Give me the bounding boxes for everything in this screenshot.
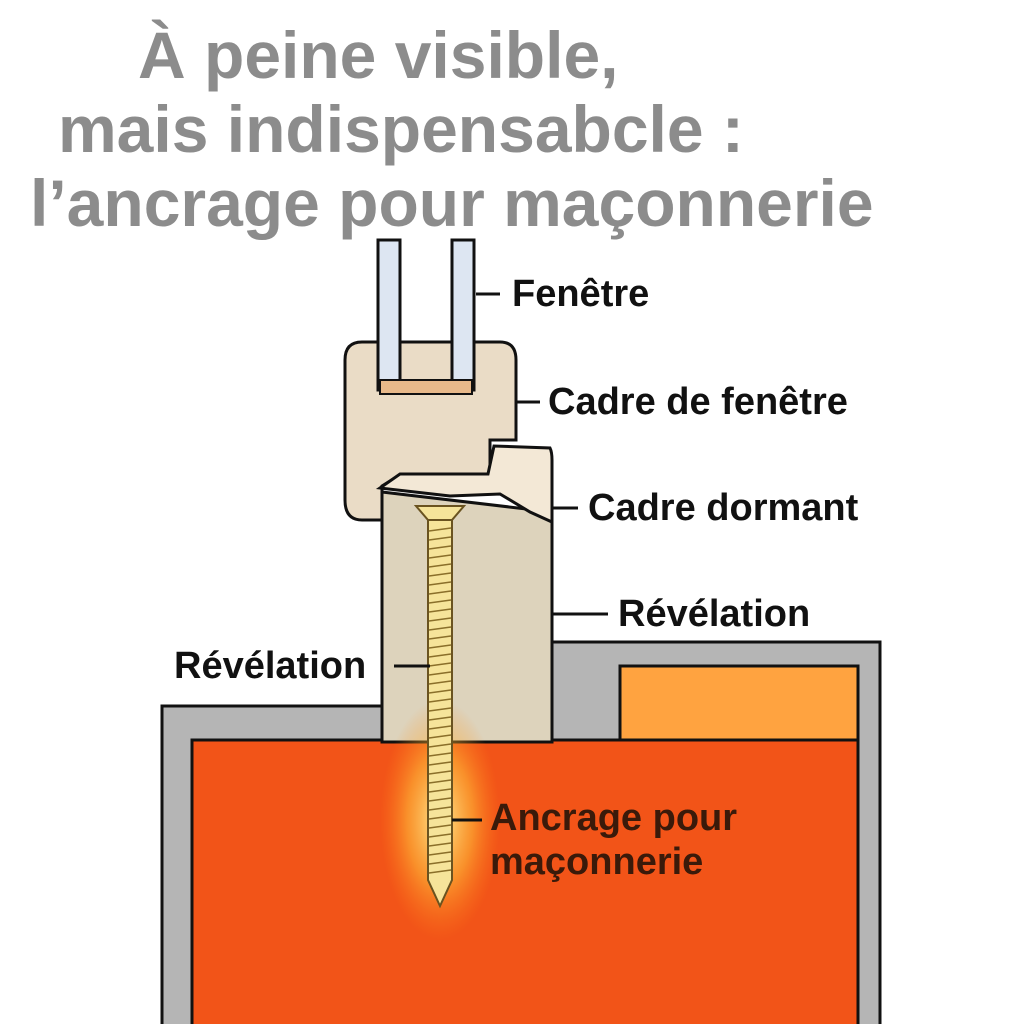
screw-thread: [428, 824, 452, 829]
screw-thread: [428, 860, 452, 865]
label-ancrage-line2: maçonnerie: [490, 841, 704, 883]
screw-thread: [428, 563, 452, 568]
leader-lines: [394, 292, 608, 822]
screw-thread: [428, 554, 452, 559]
screw-thread: [428, 545, 452, 550]
label-revelation-right: Révélation: [618, 593, 811, 635]
screw-thread: [428, 734, 452, 739]
screw-thread: [428, 689, 452, 694]
title-line-1: À peine visible,: [138, 18, 619, 92]
screw-thread: [428, 653, 452, 658]
label-cadre-fenetre: Cadre de fenêtre: [548, 381, 848, 423]
screw-thread: [428, 581, 452, 586]
screw-thread: [428, 635, 452, 640]
screw-thread: [428, 815, 452, 820]
glass-pane-left: [376, 238, 402, 392]
screw-thread: [428, 716, 452, 721]
screw-thread: [428, 869, 452, 874]
screw-thread: [428, 527, 452, 532]
screw-thread: [428, 608, 452, 613]
diagram-title: À peine visible, mais indispensabcle : l…: [0, 0, 1024, 240]
screw-thread: [428, 788, 452, 793]
screw-threads: [428, 527, 452, 874]
anchor-screw-head: [413, 505, 467, 521]
screw-thread: [428, 617, 452, 622]
screw-thread: [428, 761, 452, 766]
screw-thread: [428, 590, 452, 595]
screw-thread: [428, 671, 452, 676]
title-line-3: l’ancrage pour maçonnerie: [30, 166, 874, 240]
masonry-block: [190, 738, 860, 1024]
reveal-post: [380, 490, 554, 744]
label-cadre-dormant: Cadre dormant: [588, 487, 859, 529]
screw-thread: [428, 536, 452, 541]
label-ancrage-line1: Ancrage pour: [490, 797, 738, 839]
screw-thread: [428, 680, 452, 685]
screw-thread: [428, 572, 452, 577]
screw-thread: [428, 707, 452, 712]
screw-thread: [428, 626, 452, 631]
title-line-2: mais indispensabcle :: [58, 92, 744, 166]
screw-thread: [428, 599, 452, 604]
label-revelation-left: Révélation: [174, 645, 367, 687]
glass-pane-right: [450, 238, 476, 392]
glazing-spacer: [379, 379, 473, 395]
screw-thread: [428, 806, 452, 811]
screw-thread: [428, 842, 452, 847]
screw-thread: [428, 797, 452, 802]
screw-thread: [428, 698, 452, 703]
screw-thread: [428, 725, 452, 730]
screw-thread: [428, 770, 452, 775]
screw-thread: [428, 851, 452, 856]
screw-thread: [428, 833, 452, 838]
label-fenetre: Fenêtre: [512, 273, 650, 315]
insulation-block: [618, 664, 860, 744]
screw-thread: [428, 743, 452, 748]
screw-thread: [428, 662, 452, 667]
screw-thread: [428, 644, 452, 649]
dormant-frame: [375, 444, 554, 525]
screw-thread: [428, 779, 452, 784]
screw-thread: [428, 752, 452, 757]
